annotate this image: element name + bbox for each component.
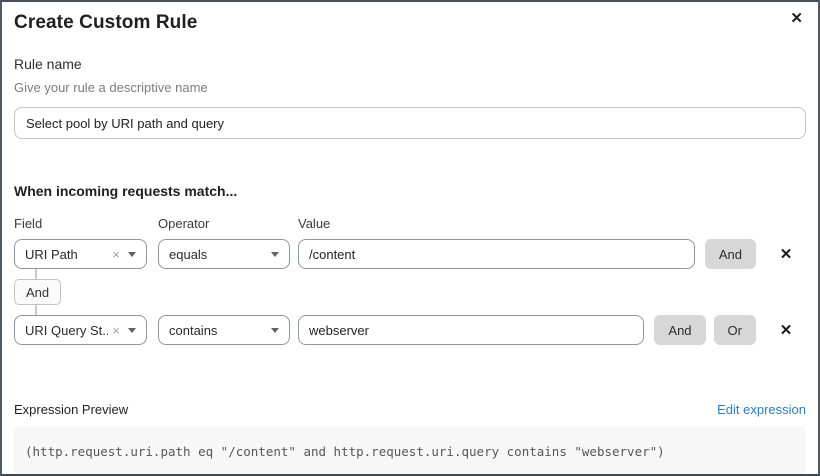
close-icon[interactable]: ✕ [786,9,807,28]
and-button[interactable]: And [654,315,706,345]
value-input[interactable] [298,315,645,345]
operator-select[interactable]: contains [158,315,290,345]
match-heading: When incoming requests match... [14,183,238,199]
condition-row: URI Path × equals And ✕ [14,239,806,269]
connector-line-top [35,269,37,279]
remove-condition-icon[interactable]: ✕ [776,247,796,262]
value-column-label: Value [298,216,331,231]
connector-and-badge: And [14,279,62,305]
condition-row: URI Query St... × contains And Or ✕ [14,315,806,345]
field-select[interactable]: URI Query St... × [14,315,147,345]
remove-condition-icon[interactable]: ✕ [776,323,796,338]
rule-name-label: Rule name [14,56,82,72]
edit-expression-link[interactable]: Edit expression [717,402,806,417]
clear-selection-icon[interactable]: × [112,322,120,338]
expression-preview-label: Expression Preview [14,402,129,417]
chevron-down-icon [271,251,279,257]
rule-name-helper: Give your rule a descriptive name [14,80,208,95]
and-button[interactable]: And [704,239,756,269]
expression-preview-code: (http.request.uri.path eq "/content" and… [14,426,806,474]
condition-column-labels: Field Operator Value [14,216,806,231]
field-select-value: URI Query St... [25,322,109,338]
field-select-value: URI Path [25,246,78,262]
chevron-down-icon [271,327,279,333]
value-input[interactable] [298,239,695,269]
operator-column-label: Operator [158,216,210,231]
rule-name-input[interactable] [14,107,806,139]
or-button[interactable]: Or [713,315,756,345]
condition-connector: And [14,269,806,315]
operator-select-value: contains [169,322,218,338]
operator-select-value: equals [169,246,208,262]
expression-preview-header: Expression Preview Edit expression [14,402,806,417]
field-column-label: Field [14,216,43,231]
clear-selection-icon[interactable]: × [112,246,120,262]
field-select[interactable]: URI Path × [14,239,147,269]
connector-line-bottom [35,305,37,315]
chevron-down-icon [128,251,136,257]
dialog-title: Create Custom Rule [14,12,198,33]
operator-select[interactable]: equals [158,239,290,269]
chevron-down-icon [128,327,136,333]
